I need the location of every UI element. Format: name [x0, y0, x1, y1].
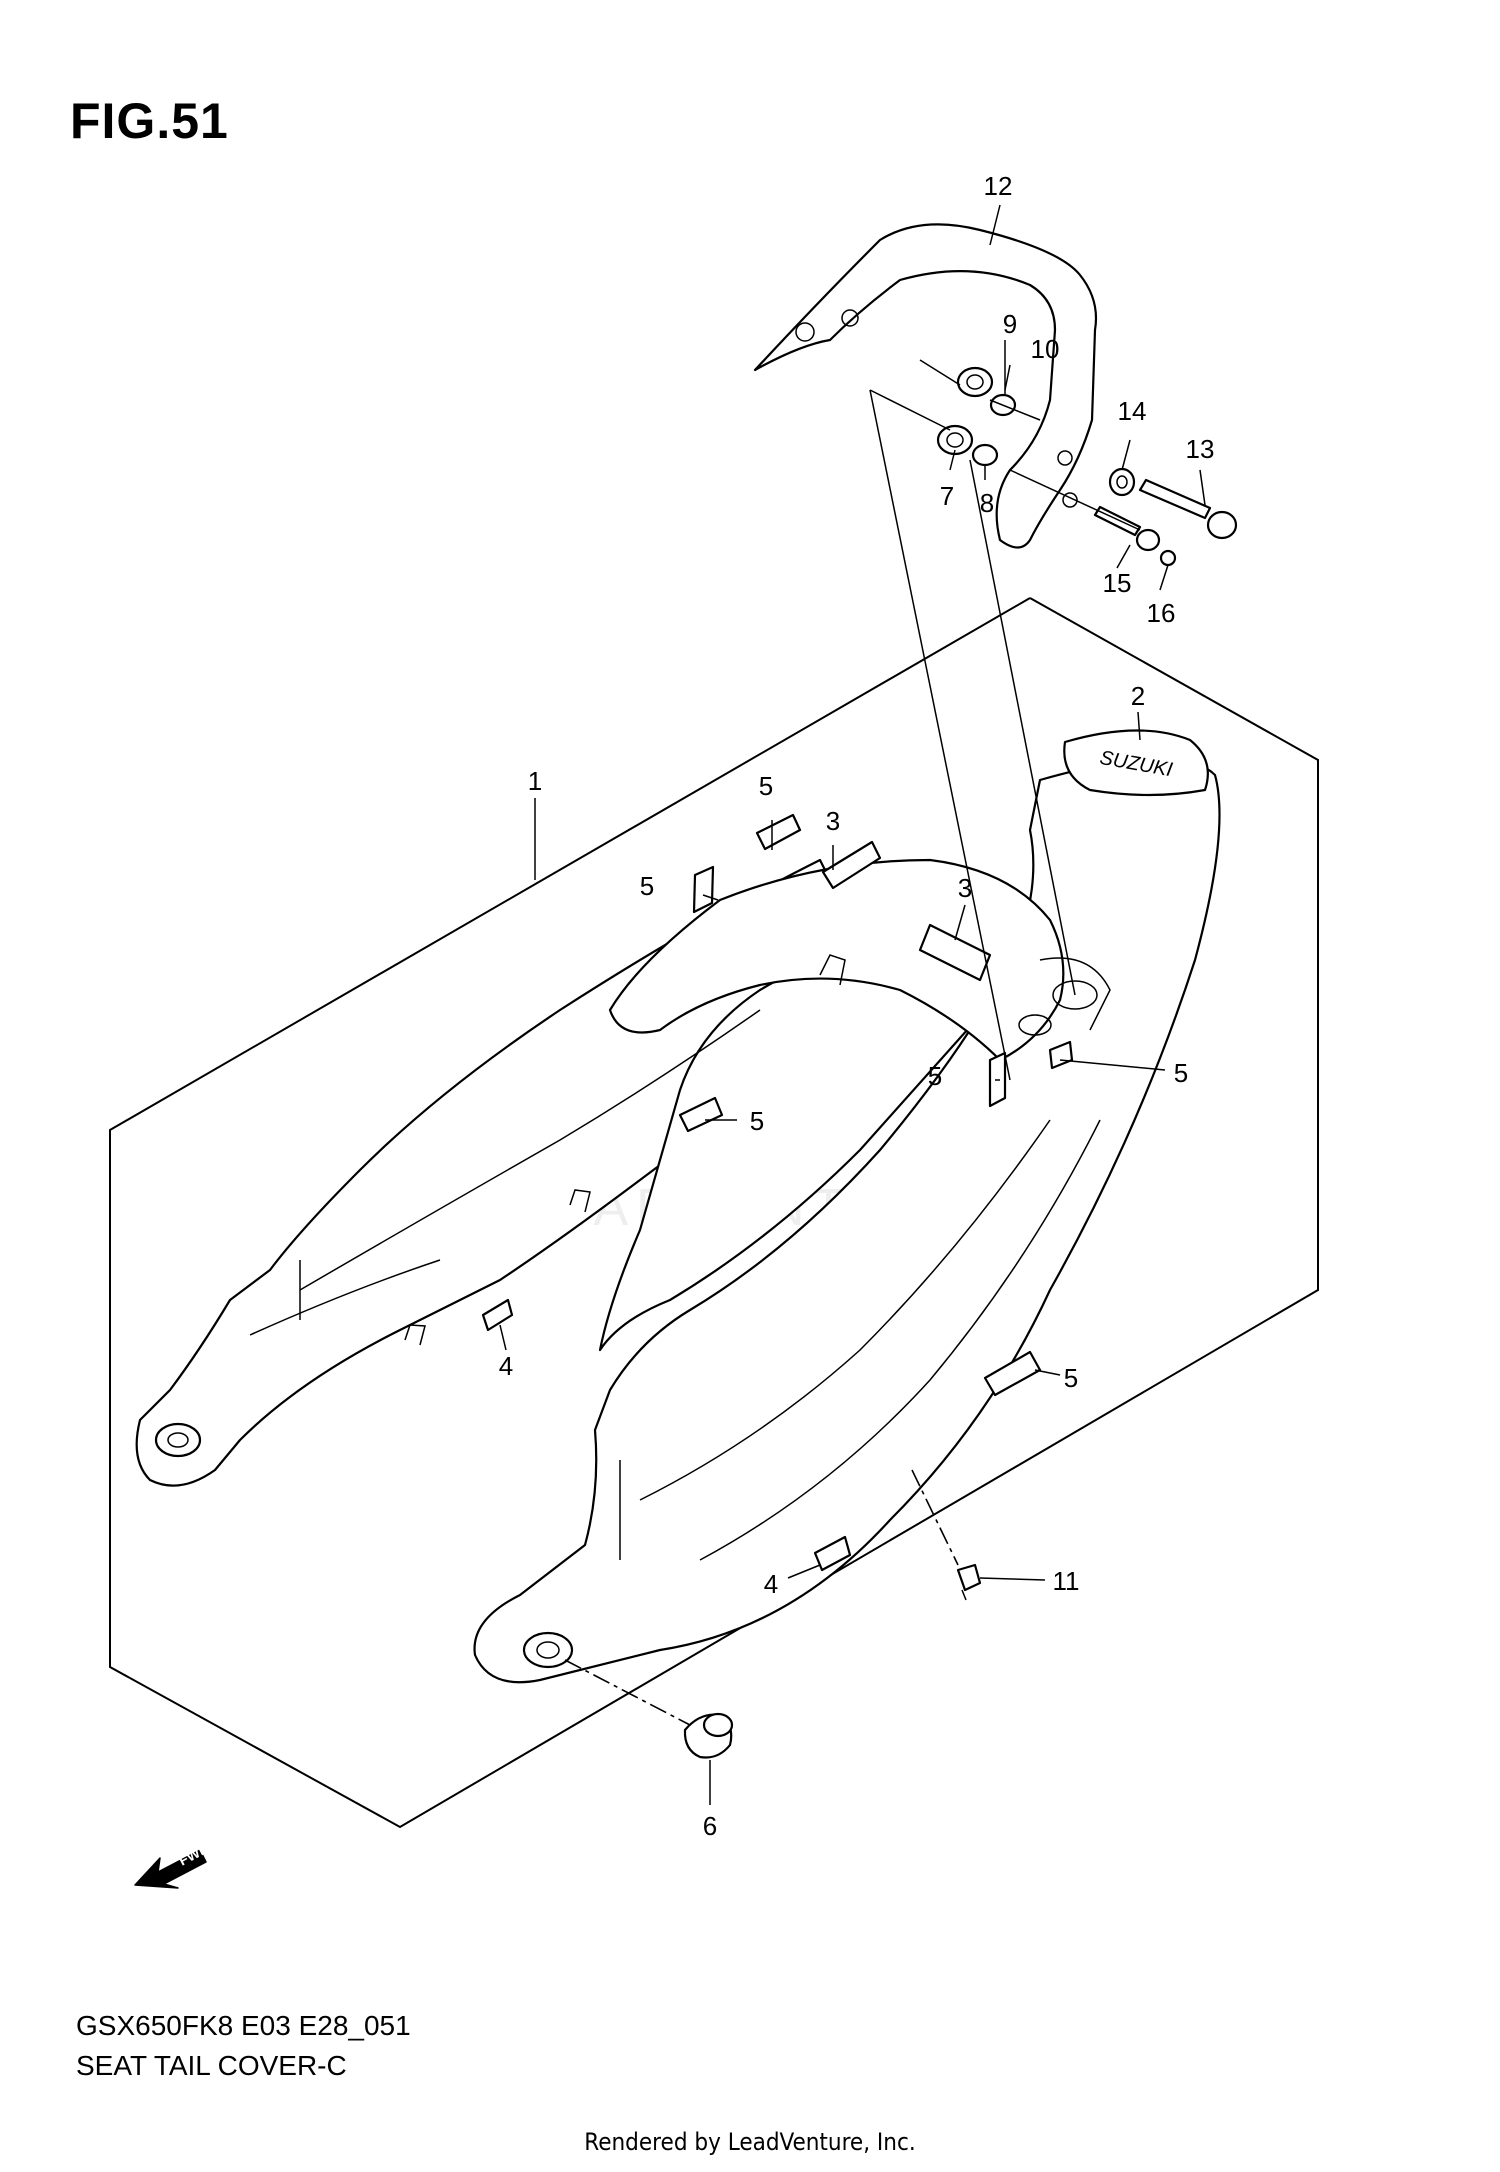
- part-7-cushion: [936, 424, 974, 456]
- callout-5d: 5: [1174, 1058, 1188, 1088]
- callout-15: 15: [1103, 568, 1132, 598]
- callout-3a: 3: [826, 806, 840, 836]
- callout-4b: 4: [764, 1569, 778, 1599]
- part-12-grab-rail: [753, 223, 1098, 549]
- callout-16: 16: [1147, 598, 1176, 628]
- callout-13: 13: [1186, 434, 1215, 464]
- footer-credit: Rendered by LeadVenture, Inc.: [584, 2128, 916, 2156]
- callout-6: 6: [703, 1811, 717, 1841]
- part-1-seat-tail-cover: [135, 757, 1221, 1684]
- figure-title: FIG.51: [70, 93, 229, 149]
- callout-7: 7: [940, 481, 954, 511]
- model-code: GSX650FK8 E03 E28_051: [76, 2010, 411, 2041]
- callout-4a: 4: [499, 1351, 513, 1381]
- callout-3b: 3: [958, 873, 972, 903]
- part-6-cushion: [683, 1712, 734, 1759]
- callout-labels: 1 2 3 3 4 4 5 5 5 5 5 5 6 7 8 9 10 11 12…: [499, 171, 1215, 1841]
- fwd-arrow-icon: FWD: [134, 1840, 212, 1889]
- callout-5b: 5: [640, 871, 654, 901]
- callout-14: 14: [1118, 396, 1147, 426]
- callout-9: 9: [1003, 309, 1017, 339]
- assembly-frame: [109, 597, 1319, 1829]
- callout-1: 1: [528, 766, 542, 796]
- callout-2: 2: [1131, 681, 1145, 711]
- callout-10: 10: [1031, 334, 1060, 364]
- part-8-collar: [971, 443, 999, 467]
- part-14-washer: [1108, 467, 1136, 497]
- part-2-tail-emblem-cap: SUZUKI: [1063, 729, 1209, 797]
- callout-5e: 5: [750, 1106, 764, 1136]
- diagram-name: SEAT TAIL COVER-C: [76, 2050, 347, 2081]
- callout-11: 11: [1053, 1566, 1080, 1596]
- decals: [481, 813, 1074, 1572]
- part-9-cushion: [956, 366, 994, 398]
- part-16-nut: [1159, 549, 1177, 567]
- callout-5c: 5: [928, 1061, 942, 1091]
- callout-5f: 5: [1064, 1363, 1078, 1393]
- assembly-guide-lines: [564, 359, 1141, 1726]
- leader-lines: [499, 204, 1206, 1805]
- part-13-bolt: [1138, 478, 1238, 540]
- callout-5a: 5: [759, 771, 773, 801]
- part-11-clip: [956, 1563, 982, 1601]
- callout-8: 8: [980, 488, 994, 518]
- callout-12: 12: [984, 171, 1013, 201]
